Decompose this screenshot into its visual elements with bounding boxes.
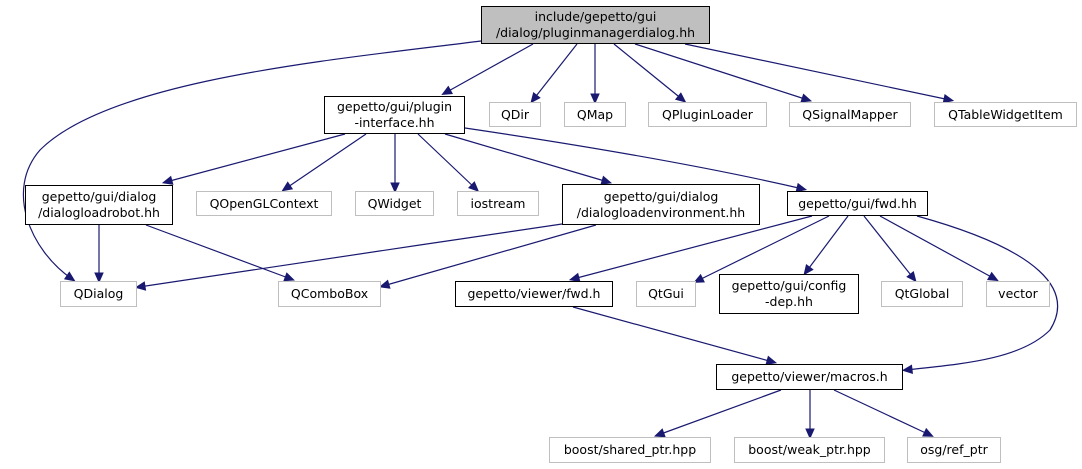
edge-root-to-qdir — [532, 43, 578, 101]
edge-gui-fwd-to-qtglobal — [863, 215, 915, 280]
arrowhead-plugin-interface-to-dialogloadenvironment — [600, 175, 613, 185]
arrowhead-dialogloadenvironment-to-qcombobox — [378, 279, 391, 289]
node-qtablewidgetitem: QTableWidgetItem — [934, 102, 1077, 127]
arrowhead-gui-fwd-to-macros — [901, 364, 913, 375]
arrowhead-dialogloadenvironment-to-qdialog — [134, 281, 147, 291]
node-boost-shared-ptr-hpp: boost/shared_ptr.hpp — [549, 437, 711, 463]
node-gui-fwd-hh[interactable]: gepetto/gui/fwd.hh — [787, 191, 928, 216]
node-dialogloadrobot-hh[interactable]: gepetto/gui/dialog /dialogloadrobot.hh — [25, 185, 173, 225]
arrowhead-plugin-interface-to-qopenglcontext — [281, 181, 294, 192]
arrowhead-gui-fwd-to-qtgui — [693, 273, 705, 283]
node-dialogloadenvironment-hh[interactable]: gepetto/gui/dialog /dialogloadenvironmen… — [562, 184, 760, 225]
arrowhead-macros-to-weak-ptr — [805, 428, 815, 440]
arrowhead-gui-fwd-to-vector — [987, 271, 999, 282]
arrowhead-gui-fwd-to-viewer-fwd — [568, 272, 581, 282]
node-qmap: QMap — [564, 102, 626, 127]
arrowhead-plugin-interface-to-qwidget — [390, 182, 400, 194]
node-vector: vector — [986, 281, 1050, 307]
arrowhead-root-to-qdir — [530, 91, 541, 104]
arrowhead-gui-fwd-to-qtglobal — [906, 270, 917, 283]
arrowhead-macros-to-osg-ref-ptr — [922, 427, 934, 437]
node-pluginmanagerdialog-hh: include/gepetto/gui /dialog/pluginmanage… — [481, 6, 710, 44]
node-config-dep-hh[interactable]: gepetto/gui/config -dep.hh — [719, 274, 859, 314]
node-boost-weak-ptr-hpp: boost/weak_ptr.hpp — [734, 437, 885, 463]
edge-macros-to-shared-ptr — [657, 389, 782, 436]
node-qtgui: QtGui — [636, 281, 696, 307]
edge-plugin-interface-to-gui-fwd — [464, 127, 804, 190]
arrowhead-root-to-qtablewidgetitem — [942, 93, 955, 104]
edge-root-to-qtablewidgetitem — [684, 43, 951, 101]
edge-gui-fwd-to-qtgui — [696, 215, 830, 282]
node-qdir: QDir — [489, 102, 541, 127]
arrowhead-root-to-qpluginloader — [674, 92, 687, 103]
edge-dialogloadenvironment-to-qcombobox — [382, 224, 597, 287]
arrowhead-macros-to-shared-ptr — [654, 428, 666, 438]
edge-gui-fwd-to-macros — [905, 215, 1059, 371]
arrowhead-plugin-interface-to-dialogloadrobot — [161, 175, 174, 185]
edge-root-to-qdialog — [22, 40, 482, 280]
arrowhead-dialogloadrobot-to-qcombobox — [283, 272, 295, 282]
edge-plugin-interface-to-qopenglcontext — [284, 133, 367, 190]
edge-root-to-plugin-interface — [444, 43, 534, 94]
edge-plugin-interface-to-dialogloadenvironment — [444, 133, 609, 183]
arrowhead-plugin-interface-to-iostream — [468, 181, 480, 192]
node-qsignalmapper: QSignalMapper — [789, 102, 911, 127]
arrowhead-root-to-qdialog — [63, 271, 76, 282]
edge-gui-fwd-to-config-dep — [805, 215, 849, 273]
node-qpluginloader: QPluginLoader — [648, 102, 767, 127]
edge-dialogloadrobot-to-qcombobox — [145, 224, 292, 280]
node-qtglobal: QtGlobal — [881, 281, 963, 307]
arrowhead-dialogloadrobot-to-qdialog — [94, 272, 104, 284]
edge-viewer-fwd-to-macros — [572, 306, 774, 363]
edge-macros-to-osg-ref-ptr — [833, 389, 931, 436]
arrowhead-viewer-fwd-to-macros — [765, 355, 778, 365]
node-osg-ref-ptr: osg/ref_ptr — [907, 437, 1001, 463]
edge-root-to-qsignalmapper — [634, 43, 809, 101]
node-qopenglcontext: QOpenGLContext — [196, 191, 332, 216]
node-qdialog: QDialog — [60, 281, 137, 307]
arrowhead-gui-fwd-to-config-dep — [803, 263, 814, 276]
edge-plugin-interface-to-dialogloadrobot — [165, 133, 346, 183]
node-qwidget: QWidget — [355, 191, 434, 216]
arrowhead-root-to-plugin-interface — [441, 85, 453, 96]
node-viewer-macros-h[interactable]: gepetto/viewer/macros.h — [716, 364, 903, 390]
arrowhead-root-to-qmap — [590, 93, 600, 105]
edge-gui-fwd-to-viewer-fwd — [572, 215, 813, 280]
edge-gui-fwd-to-vector — [879, 215, 996, 280]
edge-root-to-qpluginloader — [613, 43, 684, 101]
arrowhead-plugin-interface-to-gui-fwd — [795, 182, 808, 193]
node-plugin-interface-hh[interactable]: gepetto/gui/plugin -interface.hh — [324, 96, 465, 134]
edge-plugin-interface-to-iostream — [417, 133, 477, 190]
node-iostream: iostream — [457, 191, 539, 216]
arrowhead-root-to-qsignalmapper — [800, 93, 813, 103]
node-qcombobox: QComboBox — [278, 281, 381, 307]
node-viewer-fwd-h[interactable]: gepetto/viewer/fwd.h — [455, 281, 613, 307]
edge-dialogloadenvironment-to-qdialog — [138, 223, 563, 288]
